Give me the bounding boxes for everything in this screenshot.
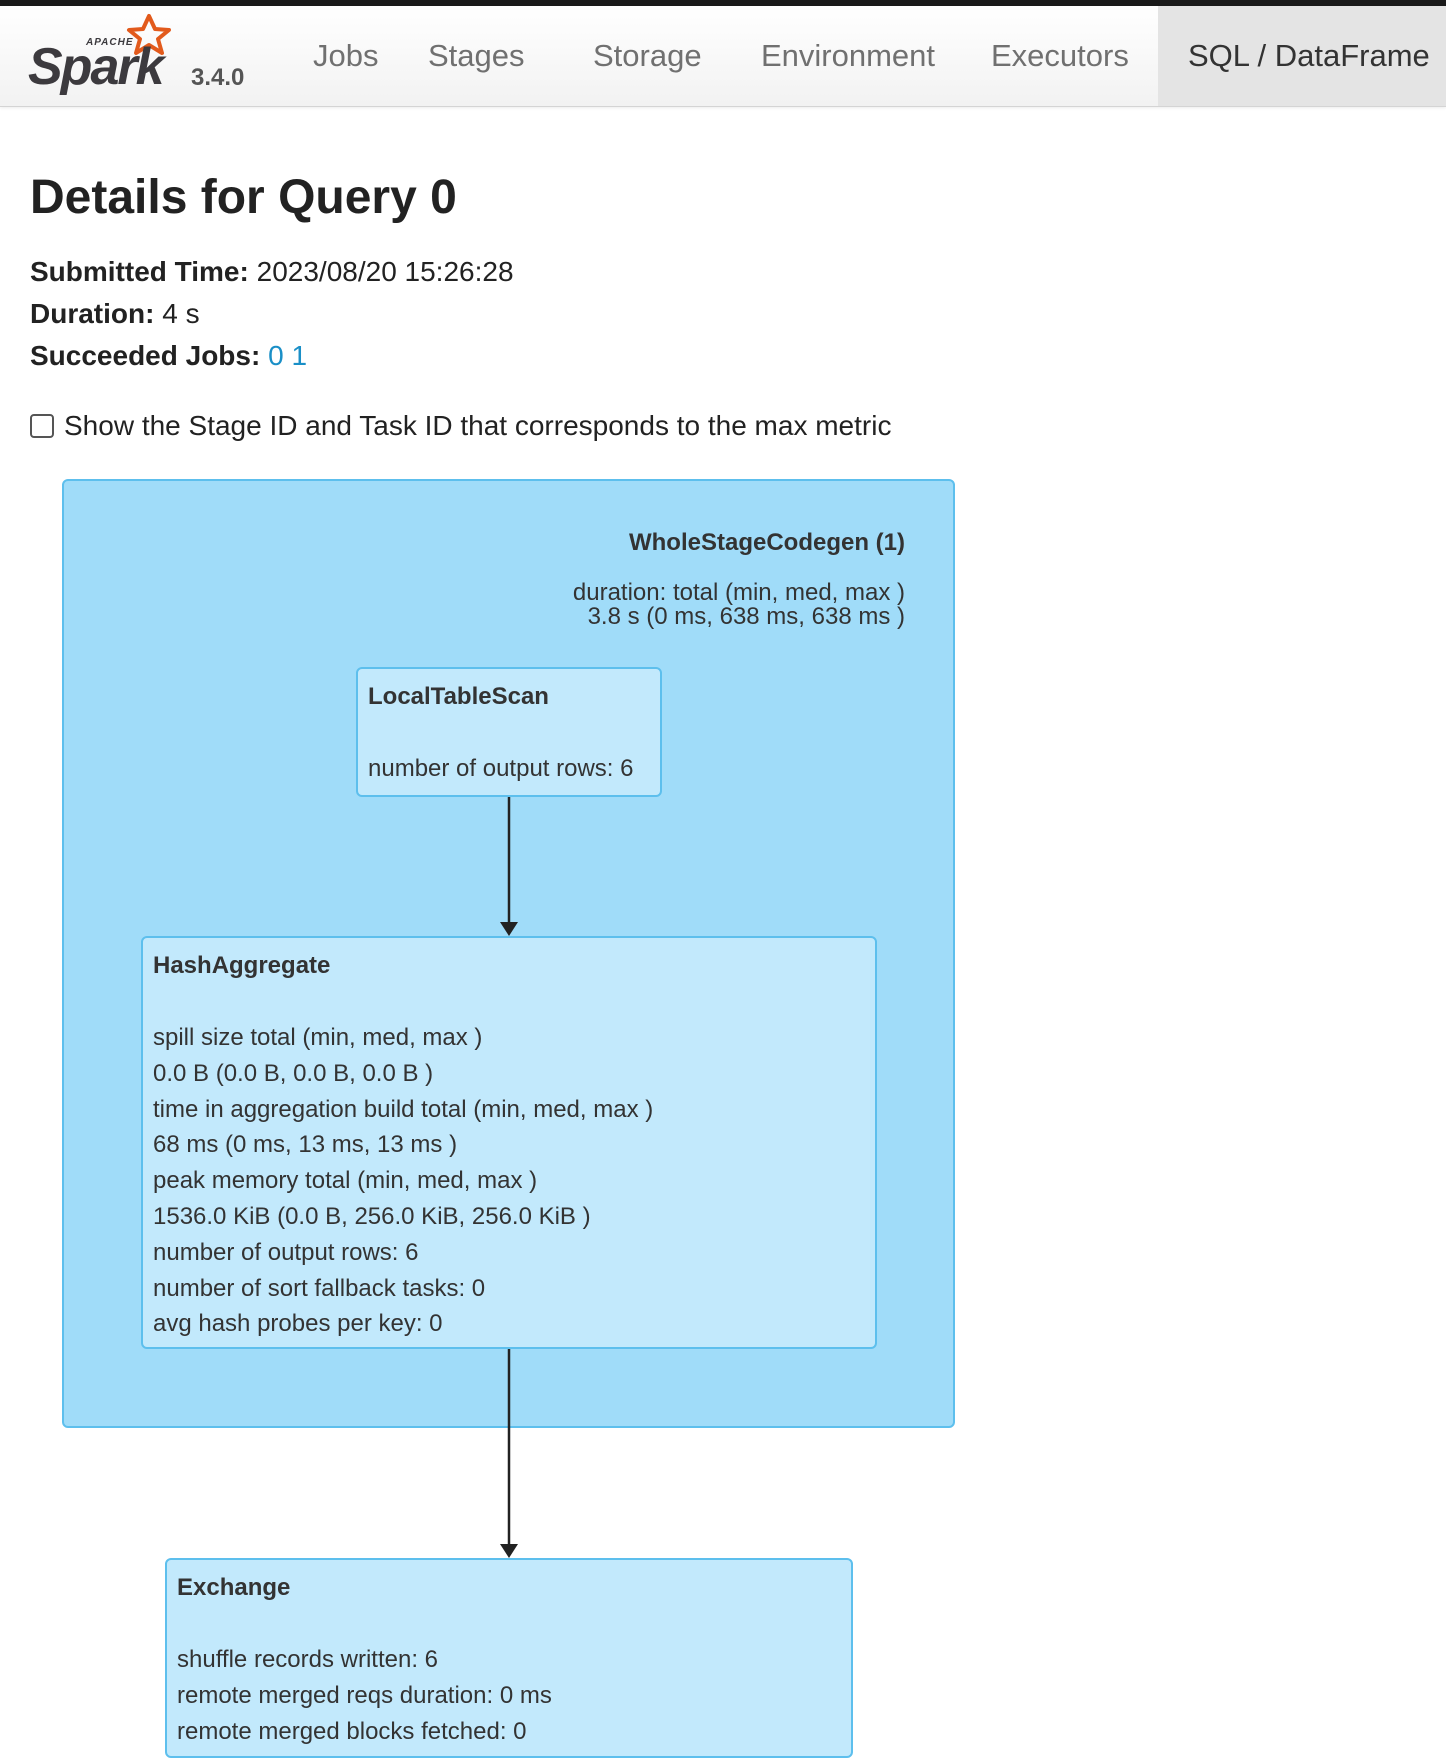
node-metric: peak memory total (min, med, max ) (153, 1167, 538, 1195)
node-metric: 68 ms (0 ms, 13 ms, 13 ms ) (153, 1131, 458, 1159)
top-dark-strip (0, 0, 1446, 6)
tab-storage[interactable]: Storage (593, 38, 702, 73)
node-metric: number of output rows: 6 (153, 1238, 419, 1266)
cluster-metric-line: duration: total (min, med, max ) (572, 579, 905, 606)
duration-value: 4 s (162, 298, 200, 329)
node-metric: time in aggregation build total (min, me… (153, 1095, 654, 1123)
node-metric: 1536.0 KiB (0.0 B, 256.0 KiB, 256.0 KiB … (153, 1202, 591, 1230)
tab-jobs[interactable]: Jobs (313, 38, 379, 73)
node-metric: avg hash probes per key: 0 (153, 1310, 443, 1338)
cluster-metric-line: 3.8 s (0 ms, 638 ms, 638 ms ) (587, 603, 905, 630)
node-metric: 0.0 B (0.0 B, 0.0 B, 0.0 B ) (153, 1059, 434, 1087)
node-metric: remote merged blocks fetched: 0 (177, 1717, 527, 1745)
succeeded-jobs-label: Succeeded Jobs: (30, 340, 261, 371)
submitted-time-row: Submitted Time: 2023/08/20 15:26:28 (30, 256, 514, 288)
duration-label: Duration: (30, 298, 155, 329)
node-title: HashAggregate (153, 952, 331, 979)
node-local-table-scan[interactable]: LocalTableScan number of output rows: 6 (356, 667, 662, 797)
submitted-time-value: 2023/08/20 15:26:28 (256, 256, 514, 287)
node-metric: number of output rows: 6 (368, 755, 634, 782)
job-link-1[interactable]: 1 (291, 340, 308, 371)
node-title: LocalTableScan (368, 683, 549, 710)
tab-sql-dataframe[interactable]: SQL / DataFrame (1158, 6, 1446, 106)
max-metric-checkbox-label[interactable]: Show the Stage ID and Task ID that corre… (64, 410, 892, 441)
duration-row: Duration: 4 s (30, 298, 200, 330)
job-link-0[interactable]: 0 (268, 340, 284, 371)
node-metric: remote merged reqs duration: 0 ms (177, 1681, 552, 1709)
node-metric: shuffle records written: 6 (177, 1646, 439, 1673)
max-metric-toggle-row: Show the Stage ID and Task ID that corre… (30, 410, 891, 442)
submitted-time-label: Submitted Time: (30, 256, 249, 287)
node-hash-aggregate[interactable]: HashAggregate spill size total (min, med… (141, 936, 877, 1349)
tab-executors[interactable]: Executors (991, 38, 1129, 73)
edge-arrowhead (500, 1544, 518, 1558)
spark-logo-icon: APACHE Spark (28, 14, 171, 96)
cluster-duration-metric: duration: total (min, med, max ) 3.8 s (… (573, 581, 905, 629)
succeeded-jobs-row: Succeeded Jobs: 0 1 (30, 340, 307, 372)
node-exchange[interactable]: Exchange shuffle records written: 6 remo… (165, 1558, 853, 1758)
node-metric: spill size total (min, med, max ) (153, 1024, 483, 1051)
tab-environment[interactable]: Environment (761, 38, 936, 73)
max-metric-checkbox[interactable] (30, 414, 54, 438)
logo-spark-text: Spark (28, 38, 168, 96)
logo-apache-text: APACHE (85, 37, 133, 48)
node-metric: number of sort fallback tasks: 0 (153, 1274, 486, 1302)
tab-stages[interactable]: Stages (428, 38, 525, 73)
node-title: Exchange (177, 1574, 291, 1601)
spark-version: 3.4.0 (191, 64, 245, 91)
navbar: APACHE Spark 3.4.0 Jobs Stages Storage E… (0, 6, 1446, 107)
spark-logo-link[interactable]: APACHE Spark 3.4.0 (26, 6, 266, 106)
page-title: Details for Query 0 (30, 171, 457, 224)
cluster-title: WholeStageCodegen (1) (628, 529, 905, 556)
